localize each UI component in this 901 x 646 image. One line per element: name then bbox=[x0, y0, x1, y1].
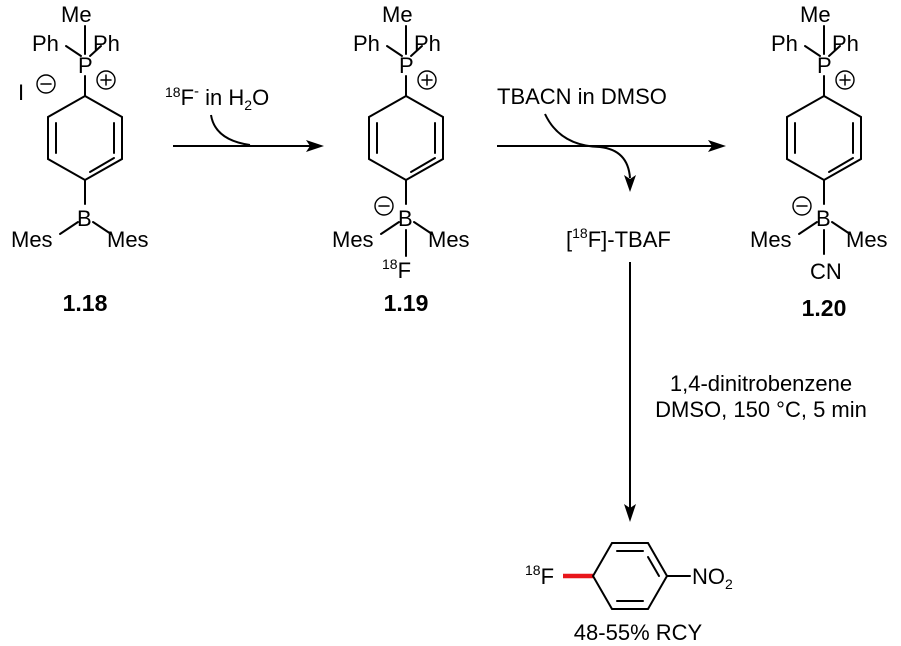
iodide-label: I bbox=[18, 80, 24, 105]
isotope-label: 18 bbox=[525, 562, 541, 578]
plus-charge-icon bbox=[835, 70, 855, 90]
bond-p-ph-right bbox=[89, 45, 102, 57]
methyl-label: Me bbox=[61, 2, 92, 27]
bond-p-ph-right bbox=[410, 45, 423, 57]
phosphorus-label: P bbox=[399, 53, 414, 78]
isotope-label: 18 bbox=[382, 256, 398, 272]
compound-1-19: Me Ph Ph P B Mes Mes 18F bbox=[332, 2, 470, 316]
phenyl-right-label: Ph bbox=[414, 31, 441, 56]
fluorine-substituent: 18F bbox=[525, 562, 554, 589]
reaction-arrow-step-3: 1,4-dinitrobenzene DMSO, 150 °C, 5 min bbox=[624, 262, 867, 522]
nitro-group: NO2 bbox=[692, 564, 733, 592]
bond-b-mes-left bbox=[380, 221, 400, 235]
benzene-ring bbox=[591, 542, 669, 610]
benzene-ring bbox=[786, 94, 862, 182]
phosphorus-label: P bbox=[78, 53, 93, 78]
reagent-step-1: 18F- in H2O bbox=[165, 83, 269, 113]
fluoride-substituent: 18F bbox=[382, 256, 411, 283]
phenyl-left-label: Ph bbox=[32, 31, 59, 56]
minus-charge-icon bbox=[792, 196, 812, 216]
mesityl-left-label: Mes bbox=[11, 227, 53, 252]
fluoride-label: F bbox=[181, 85, 194, 110]
bond-b-mes-left bbox=[798, 221, 818, 235]
solvent-tail: O bbox=[252, 85, 269, 110]
conditions-line-2: DMSO, 150 °C, 5 min bbox=[655, 397, 867, 422]
product-fluoronitrobenzene: 18F NO2 48-55% RCY bbox=[525, 542, 733, 645]
yield-label: 48-55% RCY bbox=[574, 620, 703, 645]
bond-b-mes-right bbox=[831, 221, 851, 235]
mesityl-left-label: Mes bbox=[332, 227, 374, 252]
compound-1-18: Me Ph Ph P I B Mes Mes 1.18 bbox=[11, 2, 149, 316]
boron-label: B bbox=[398, 206, 413, 231]
boron-label: B bbox=[816, 206, 831, 231]
isotope-label: 18 bbox=[572, 225, 588, 241]
bond-p-ph-left bbox=[386, 45, 403, 57]
charge-label: - bbox=[194, 83, 199, 100]
mesityl-right-label: Mes bbox=[428, 227, 470, 252]
reaction-arrow-step-1: 18F- in H2O bbox=[165, 83, 324, 152]
nitro-label: NO bbox=[692, 564, 725, 589]
byproduct-label: [18F]-TBAF bbox=[566, 225, 671, 252]
minus-charge-icon bbox=[36, 74, 56, 94]
methyl-label: Me bbox=[382, 2, 413, 27]
bond-b-mes-right bbox=[92, 221, 112, 235]
boron-label: B bbox=[77, 206, 92, 231]
phenyl-right-label: Ph bbox=[832, 31, 859, 56]
phenyl-left-label: Ph bbox=[353, 31, 380, 56]
plus-charge-icon bbox=[417, 70, 437, 90]
fluorine-label: F bbox=[541, 564, 554, 589]
compound-number: 1.18 bbox=[63, 290, 108, 316]
subscript: 2 bbox=[244, 97, 252, 113]
cyano-label: CN bbox=[810, 259, 842, 284]
compound-number: 1.19 bbox=[384, 290, 429, 316]
fluorine-label: F bbox=[588, 227, 601, 252]
bracket-open: [ bbox=[566, 227, 572, 252]
mesityl-left-label: Mes bbox=[750, 227, 792, 252]
benzene-ring bbox=[47, 94, 123, 182]
fluorine-label: F bbox=[398, 258, 411, 283]
phosphorus-label: P bbox=[817, 53, 832, 78]
mesityl-right-label: Mes bbox=[107, 227, 149, 252]
solvent-text: in H bbox=[199, 85, 244, 110]
compound-1-20: Me Ph Ph P B Mes Mes CN 1.20 bbox=[750, 2, 888, 321]
bond-b-mes-right bbox=[413, 221, 433, 235]
fluorine-label-2: F bbox=[657, 227, 670, 252]
compound-number: 1.20 bbox=[802, 295, 847, 321]
bond-p-ph-left bbox=[804, 45, 821, 57]
phenyl-right-label: Ph bbox=[93, 31, 120, 56]
plus-charge-icon bbox=[96, 70, 116, 90]
subscript: 2 bbox=[725, 576, 733, 592]
reaction-arrow-step-2: TBACN in DMSO bbox=[497, 84, 726, 192]
reagent-step-2: TBACN in DMSO bbox=[497, 84, 667, 109]
methyl-label: Me bbox=[800, 2, 831, 27]
isotope-label: 18 bbox=[165, 84, 181, 100]
bond-b-mes-left bbox=[59, 221, 79, 235]
bond-p-ph-right bbox=[828, 45, 841, 57]
conditions-line-1: 1,4-dinitrobenzene bbox=[670, 371, 852, 396]
bond-p-ph-left bbox=[65, 45, 82, 57]
benzene-ring bbox=[368, 94, 444, 182]
byproduct-middle: ]-TBA bbox=[601, 227, 658, 252]
mesityl-right-label: Mes bbox=[846, 227, 888, 252]
minus-charge-icon bbox=[374, 196, 394, 216]
phenyl-left-label: Ph bbox=[771, 31, 798, 56]
